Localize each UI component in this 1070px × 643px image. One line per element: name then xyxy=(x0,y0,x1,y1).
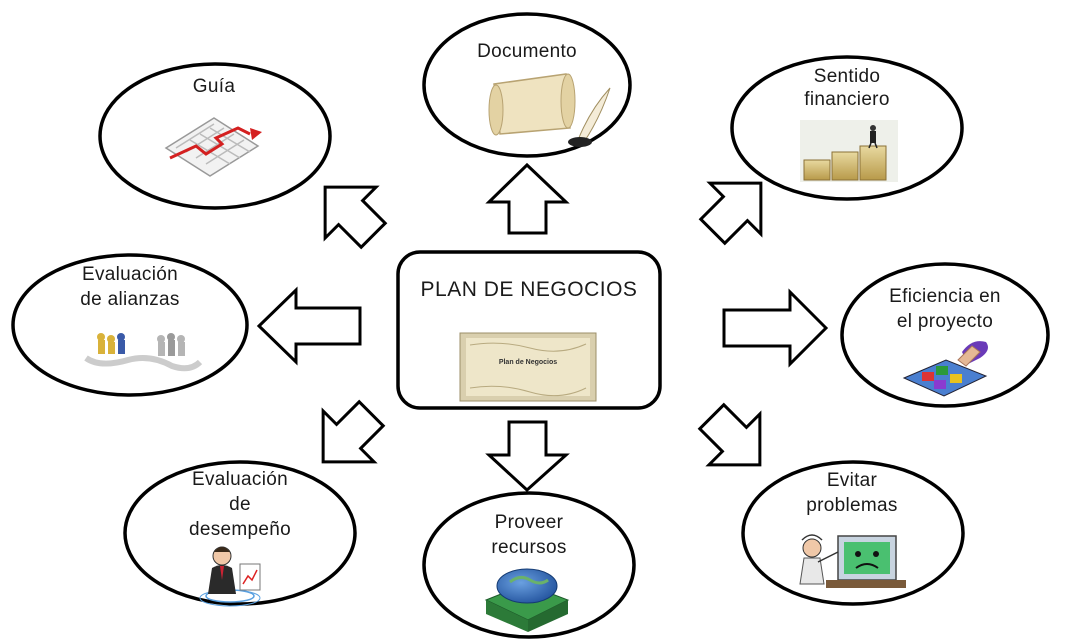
arrow-down xyxy=(485,420,570,493)
arrow-down-right xyxy=(697,402,762,467)
guia-label: Guía xyxy=(193,76,236,97)
eficiencia-line2: el proyecto xyxy=(897,311,993,332)
eficiencia-line1: Eficiencia en xyxy=(889,286,1001,307)
puzzle-hand-icon xyxy=(902,341,988,397)
arrow-up-right xyxy=(698,181,763,246)
frustrated-computer-icon xyxy=(799,534,906,588)
coins-businessman-icon xyxy=(800,120,898,182)
node-evitar-problemas: Evitar problemas xyxy=(741,460,965,606)
node-documento: Documento xyxy=(422,12,632,158)
arrow-up xyxy=(485,162,570,235)
center-title: PLAN DE NEGOCIOS xyxy=(421,278,638,301)
chess-pieces-icon xyxy=(84,333,203,372)
node-proveer-recursos: Proveer recursos xyxy=(422,491,636,639)
proveer-line2: recursos xyxy=(491,537,566,558)
arrow-up-left xyxy=(323,185,388,250)
financiero-label: financiero xyxy=(804,89,889,110)
evitar-line1: Evitar xyxy=(827,470,878,491)
sentido-label: Sentido xyxy=(814,66,881,87)
proveer-line1: Proveer xyxy=(495,512,564,533)
plan-scroll-icon: Plan de Negocios xyxy=(459,332,597,402)
globe-box-icon xyxy=(484,568,570,632)
desempeno-line2: de xyxy=(229,494,251,515)
businessman-chart-icon xyxy=(199,546,261,607)
node-guia: Guía xyxy=(98,62,332,210)
desempeno-line3: desempeño xyxy=(189,519,291,540)
center-node: PLAN DE NEGOCIOS Plan de Negocios xyxy=(396,250,662,410)
documento-label: Documento xyxy=(477,41,577,62)
evitar-line2: problemas xyxy=(806,495,897,516)
scroll-quill-icon xyxy=(488,73,611,147)
arrow-left xyxy=(256,286,362,366)
node-eficiencia: Eficiencia en el proyecto xyxy=(840,262,1050,408)
node-sentido-financiero: Sentido financiero xyxy=(730,55,964,201)
evaluacion-alianzas-line1: Evaluación xyxy=(82,264,178,285)
arrow-right xyxy=(722,288,829,368)
evaluacion-alianzas-line2: de alianzas xyxy=(80,289,179,310)
node-evaluacion-alianzas: Evaluación de alianzas xyxy=(11,253,249,397)
desempeno-line1: Evaluación xyxy=(192,469,288,490)
arrow-down-left xyxy=(321,399,386,464)
center-image-caption: Plan de Negocios xyxy=(499,359,557,366)
maze-icon xyxy=(164,117,262,177)
node-evaluacion-desempeno: Evaluación de desempeño xyxy=(123,460,357,607)
